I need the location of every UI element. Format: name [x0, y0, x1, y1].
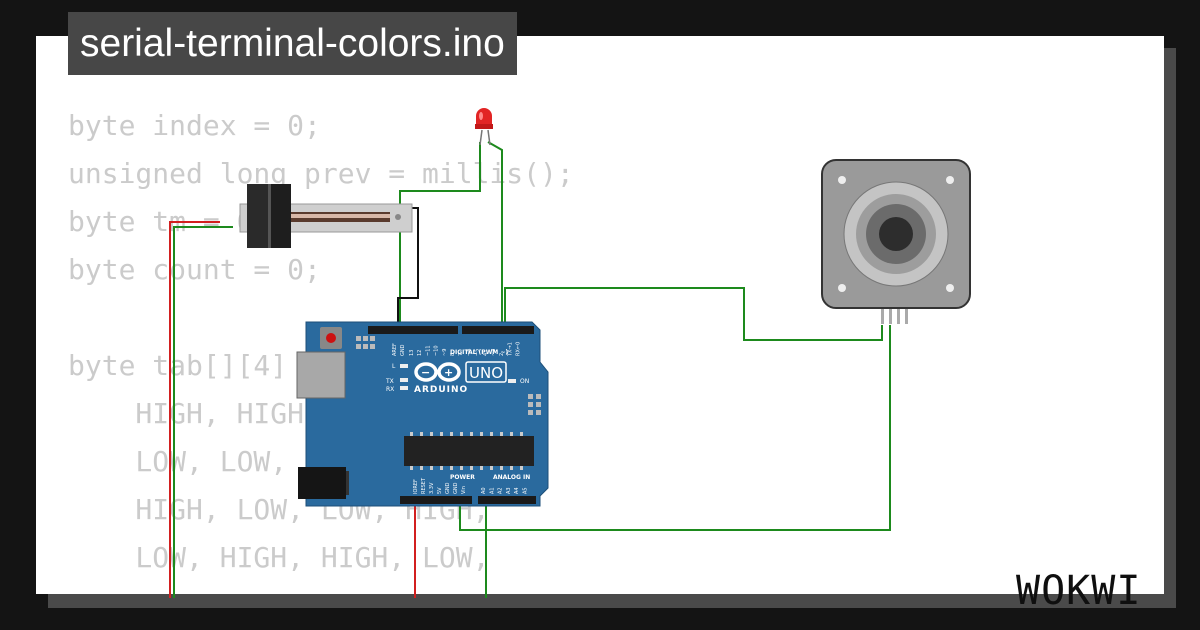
- digital-label: DIGITAL (PWM ~): [450, 349, 508, 356]
- pin-label: ~3: [491, 349, 497, 356]
- pin-label: Vin: [461, 486, 467, 494]
- pin-label: 12: [417, 350, 423, 356]
- on-label: ON: [520, 378, 529, 385]
- pin-label: ~9: [442, 349, 448, 356]
- board-brand: ARDUINO: [414, 385, 468, 395]
- wire-green-led-gnd: [399, 142, 481, 330]
- tx-label: TX: [385, 378, 394, 385]
- wire-red-potentiometer: [169, 221, 220, 598]
- pin-label: 2: [499, 353, 505, 356]
- analog-label: ANALOG IN: [493, 474, 530, 481]
- code-line: unsigned long prev = millis();: [68, 157, 574, 190]
- gnd-label: GND: [400, 344, 406, 356]
- board-model: UNO: [469, 364, 503, 382]
- code-line: byte count = 0;: [68, 253, 321, 286]
- pin-label: ~6: [466, 349, 472, 356]
- pin-label: GND: [445, 482, 451, 494]
- pin-label: 5V: [437, 487, 443, 494]
- pin-label: A4: [514, 487, 520, 494]
- pin-label: RX←0: [516, 342, 522, 356]
- pin-label: A3: [506, 487, 512, 494]
- pin-label: ~11: [425, 345, 431, 356]
- pin-label: RESET: [421, 477, 427, 494]
- pin-label: GND: [453, 482, 459, 494]
- pin-label: 7: [458, 353, 464, 356]
- aref-label: AREF: [392, 343, 398, 356]
- slide-potentiometer-icon[interactable]: [239, 184, 413, 248]
- pin-label: ~5: [475, 349, 481, 356]
- wire-green-motor-b: [459, 325, 891, 531]
- code-line: byte index = 0;: [68, 109, 321, 142]
- project-title[interactable]: serial-terminal-colors.ino: [68, 12, 517, 75]
- power-label: POWER: [450, 474, 475, 481]
- pin-label: IOREF: [413, 479, 419, 494]
- svg-text:−: −: [421, 366, 430, 379]
- code-line: };: [68, 582, 574, 594]
- stepper-motor-icon[interactable]: [821, 159, 971, 324]
- arduino-logo-icon: [414, 362, 461, 382]
- wires: [169, 141, 891, 598]
- pin-label: 3.3V: [429, 482, 435, 494]
- rx-label: RX: [386, 386, 394, 393]
- pin-label: 8: [450, 353, 456, 356]
- project-card[interactable]: byte index = 0; unsigned long prev = mill…: [36, 36, 1164, 594]
- pin-label: 13: [409, 350, 415, 356]
- wokwi-logo-text: WOKWI: [1016, 568, 1141, 614]
- arduino-uno-board[interactable]: − + UNO ARDUINO ON TX RX L DIGITAL (PWM …: [296, 321, 549, 507]
- l-label: L: [392, 363, 396, 370]
- pin-label: 4: [483, 353, 489, 356]
- wire-green-led-signal: [487, 141, 503, 330]
- pin-label: A0: [481, 487, 487, 494]
- pin-label: TX→1: [507, 342, 513, 357]
- wire-green-motor-a: [504, 287, 883, 341]
- red-led-icon[interactable]: [475, 108, 493, 146]
- pin-label: A1: [489, 487, 495, 494]
- wire-green-pot-signal: [173, 226, 233, 598]
- pin-label: A2: [498, 487, 504, 494]
- wokwi-logo: WOKWI: [1016, 568, 1141, 614]
- svg-text:+: +: [444, 366, 453, 379]
- pin-label: A5: [523, 487, 529, 494]
- pin-label: ~10: [434, 345, 440, 356]
